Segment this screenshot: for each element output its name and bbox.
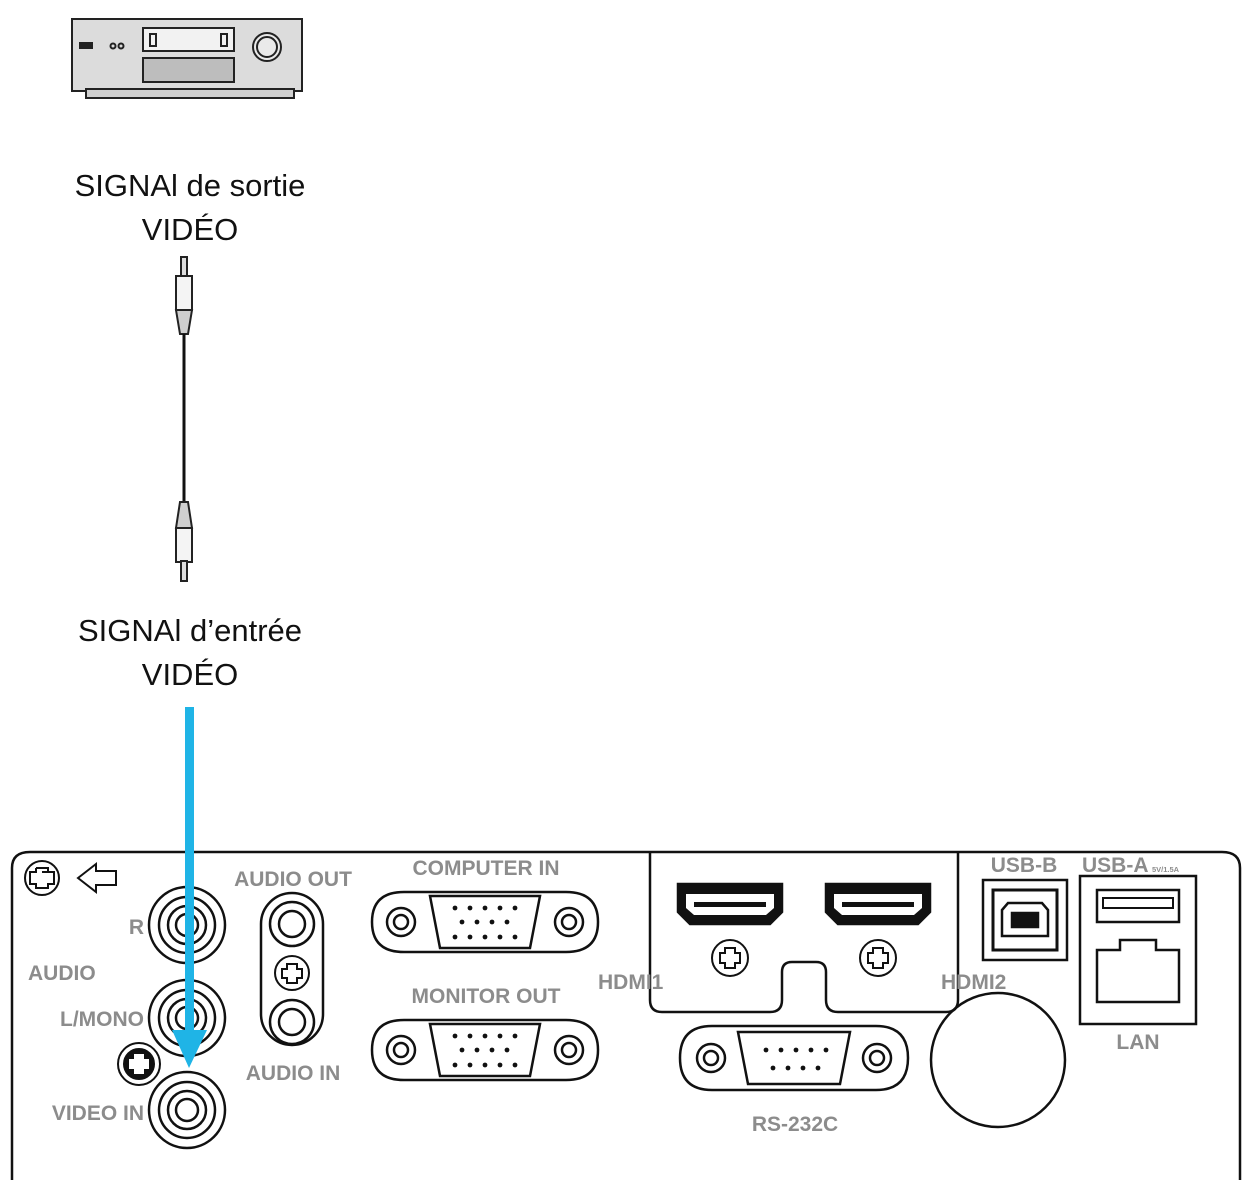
label-r: R bbox=[129, 916, 144, 939]
label-audio: AUDIO bbox=[28, 962, 96, 985]
video-input-signal-caption: SIGNAl d’entrée VIDÉO bbox=[0, 609, 380, 697]
screw-icon bbox=[24, 860, 60, 896]
label-usb-b: USB-B bbox=[991, 854, 1058, 877]
label-monitor-out: MONITOR OUT bbox=[412, 985, 561, 1008]
label-hdmi2: HDMI2 bbox=[941, 971, 1006, 994]
label-rs232c: RS-232C bbox=[752, 1113, 838, 1136]
usb-b-port bbox=[981, 878, 1069, 962]
computer-in-port bbox=[370, 890, 600, 954]
caption-line: SIGNAl d’entrée bbox=[78, 613, 302, 648]
audio-in-jack bbox=[268, 998, 316, 1046]
video-output-signal-caption: SIGNAl de sortie VIDÉO bbox=[0, 164, 380, 252]
hdmi2-port bbox=[824, 882, 932, 926]
caption-line: VIDÉO bbox=[141, 657, 239, 692]
video-source-device-icon bbox=[71, 18, 303, 99]
hdmi-housing bbox=[648, 852, 960, 1014]
label-usb-a-rating: 5V/1.5A bbox=[1152, 865, 1180, 874]
caption-line: VIDÉO bbox=[141, 212, 239, 247]
round-port bbox=[929, 991, 1067, 1129]
label-usb-a: USB-A bbox=[1082, 854, 1149, 877]
screw-icon bbox=[117, 1042, 161, 1086]
caption-line: SIGNAl de sortie bbox=[74, 168, 306, 203]
label-audio-out: AUDIO OUT bbox=[234, 868, 352, 891]
audio-out-jack bbox=[268, 900, 316, 948]
arrow-left-icon bbox=[76, 861, 117, 895]
usb-a-lan-block bbox=[1078, 874, 1198, 1026]
rs232c-port bbox=[678, 1024, 910, 1092]
label-hdmi1: HDMI1 bbox=[598, 971, 664, 994]
screw-icon bbox=[274, 955, 310, 991]
label-lan: LAN bbox=[1116, 1031, 1159, 1054]
label-video-in: VIDEO IN bbox=[52, 1102, 144, 1125]
label-l-mono: L/MONO bbox=[60, 1008, 144, 1031]
video-in-jack bbox=[147, 1070, 227, 1150]
screw-icon bbox=[711, 939, 749, 977]
rca-cable-icon bbox=[174, 256, 194, 582]
label-computer-in: COMPUTER IN bbox=[413, 857, 560, 880]
label-audio-in: AUDIO IN bbox=[246, 1062, 341, 1085]
hdmi1-port bbox=[676, 882, 784, 926]
screw-icon bbox=[859, 939, 897, 977]
signal-arrow-icon bbox=[172, 707, 207, 1068]
projector-rear-panel bbox=[10, 850, 1242, 1180]
monitor-out-port bbox=[370, 1018, 600, 1082]
